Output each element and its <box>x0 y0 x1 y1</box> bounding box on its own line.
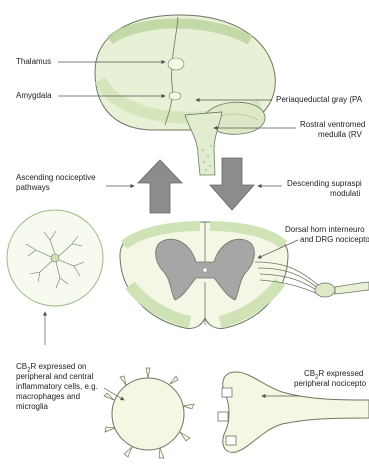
label-cb2-immune-line5: microglia <box>16 402 48 412</box>
label-pag: Periaqueductal gray (PA <box>276 95 362 105</box>
label-dorsal-line2: and DRG nocicepto <box>300 235 369 245</box>
label-cb2-immune-line4: macrophages and <box>16 392 80 402</box>
label-thalamus: Thalamus <box>16 57 51 67</box>
label-rvm-line1: Rostral ventromed <box>300 120 365 130</box>
thalamus-region <box>168 58 184 70</box>
amygdala-region <box>169 92 181 100</box>
label-cb2-immune-line3: inflammatory cells, e.g. <box>16 382 98 392</box>
brainstem <box>185 112 222 175</box>
label-ascending-line1: Ascending nociceptive <box>16 173 96 183</box>
receptor-box-3 <box>226 436 236 445</box>
receptor-box-1 <box>222 388 232 397</box>
label-cb2-immune-line2: peripheral and central <box>16 372 93 382</box>
label-cb2-nociceptor-line2: peripheral nocicepto <box>294 379 366 389</box>
label-dorsal-line1: Dorsal horn interneuro <box>285 225 365 235</box>
label-amygdala: Amygdala <box>16 91 52 101</box>
receptor-box-2 <box>218 412 228 421</box>
brain <box>95 15 275 175</box>
microglia-inset <box>7 210 103 306</box>
label-ascending-line2: pathways <box>16 183 50 193</box>
label-descending-line1: Descending supraspi <box>287 179 362 189</box>
label-descending-line2: modulati <box>330 189 360 199</box>
central-canal <box>203 268 207 272</box>
dorsal-root-ganglion <box>315 283 335 297</box>
macrophage-cell <box>104 368 194 458</box>
descending-arrow-icon <box>210 158 254 210</box>
ascending-arrow-icon <box>138 160 182 213</box>
label-rvm-line2: medulla (RV <box>318 130 362 140</box>
